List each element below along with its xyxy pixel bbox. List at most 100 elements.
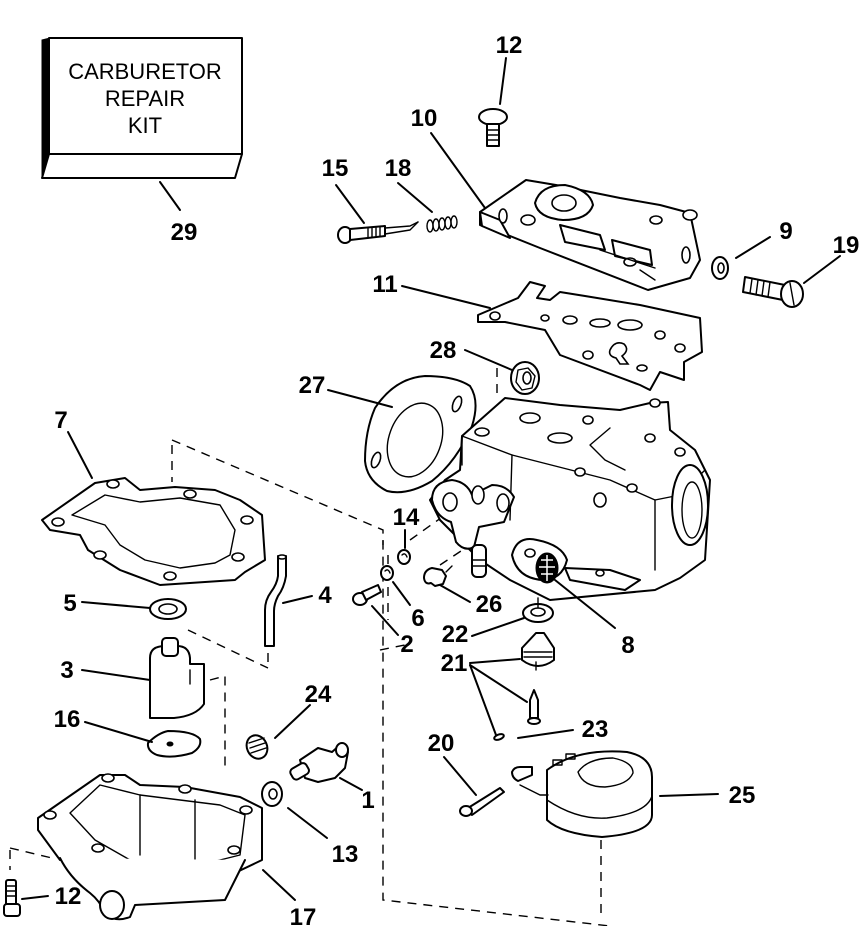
gasket-16	[146, 730, 202, 758]
leader-19	[803, 255, 841, 284]
leader-7	[67, 431, 93, 479]
leader-27	[327, 389, 393, 408]
callout-20: 20	[428, 730, 455, 757]
leader-29	[159, 181, 181, 211]
callout-24: 24	[305, 681, 332, 708]
spring-18	[426, 215, 458, 233]
leader-25	[659, 793, 719, 797]
float-25	[511, 750, 653, 838]
tube-4	[264, 554, 287, 647]
repair-kit-box: CARBURETOR REPAIR KIT	[41, 37, 243, 179]
leader-17	[262, 869, 296, 901]
spring-24	[245, 734, 269, 760]
leader-4	[282, 595, 313, 604]
leader-21b	[469, 664, 528, 703]
gasket-22	[522, 597, 554, 623]
callout-10: 10	[411, 105, 438, 132]
callout-11: 11	[372, 271, 397, 298]
callout-9: 9	[779, 218, 792, 245]
kit-label-line1: CARBURETOR	[68, 59, 222, 84]
leader-12-top	[499, 57, 507, 105]
leader-22	[471, 617, 525, 637]
leader-5	[81, 601, 151, 609]
callout-17: 17	[290, 904, 317, 926]
leader-8	[554, 579, 616, 629]
callout-8: 8	[621, 632, 634, 659]
insert-3	[149, 637, 205, 719]
callout-13: 13	[332, 841, 359, 868]
leader-18	[397, 182, 433, 213]
callout-7: 7	[54, 407, 67, 434]
callout-25: 25	[729, 782, 756, 809]
leader-1	[339, 777, 363, 791]
callout-23: 23	[582, 716, 609, 743]
leader-2	[371, 605, 399, 636]
leader-20	[443, 756, 477, 796]
callout-26: 26	[476, 591, 503, 618]
plug-14	[397, 549, 411, 565]
callout-21: 21	[441, 650, 468, 677]
leader-9	[735, 236, 771, 259]
needle-screw-15	[337, 221, 419, 244]
float-bowl-17	[37, 773, 263, 921]
callout-12-bottom: 12	[55, 883, 82, 910]
leader-10	[430, 132, 486, 209]
kit-box-bottom	[41, 153, 243, 179]
screw-19	[742, 276, 804, 308]
callout-3: 3	[60, 657, 73, 684]
leader-3	[81, 669, 151, 681]
callout-6: 6	[411, 605, 424, 632]
guide-line	[9, 847, 53, 860]
callout-15: 15	[322, 155, 349, 182]
kit-label-line2: REPAIR	[105, 86, 185, 111]
guide-line	[439, 544, 471, 566]
kit-label-line3: KIT	[128, 113, 162, 138]
washer-5	[149, 598, 187, 620]
gasket-11	[477, 281, 703, 391]
filter-screen-8	[535, 552, 559, 584]
fitting-1	[289, 742, 349, 783]
callout-2: 2	[400, 631, 413, 658]
guide-line	[187, 629, 269, 669]
leader-21a	[469, 658, 521, 664]
leader-28	[464, 349, 513, 371]
washer-9	[711, 256, 729, 280]
leader-26	[439, 584, 471, 603]
cover-10	[479, 179, 701, 291]
leader-15	[335, 184, 365, 224]
kit-box-front	[48, 37, 243, 155]
leader-13	[287, 807, 328, 839]
washer-13	[261, 781, 283, 807]
guide-line	[171, 439, 611, 926]
callout-5: 5	[63, 590, 76, 617]
gasket-7	[41, 477, 266, 586]
callout-1: 1	[361, 787, 374, 814]
leader-16	[84, 721, 153, 743]
callout-28: 28	[430, 337, 457, 364]
leader-11	[401, 285, 491, 309]
callout-27: 27	[299, 372, 326, 399]
callout-16: 16	[54, 706, 81, 733]
hinge-pin-20	[459, 787, 505, 817]
callout-14: 14	[393, 504, 420, 531]
guide-line	[209, 675, 226, 770]
leader-23	[517, 729, 574, 739]
callout-18: 18	[385, 155, 412, 182]
nut-28	[510, 361, 540, 395]
leader-24	[274, 704, 311, 739]
callout-19: 19	[833, 232, 860, 259]
gasket-27	[364, 375, 477, 494]
screw-2	[352, 584, 382, 606]
screw-12-bottom	[3, 879, 21, 917]
callout-12-top: 12	[496, 32, 523, 59]
assembly-guide-lines	[9, 368, 611, 926]
leader-6	[392, 581, 411, 606]
needle-and-seat-21	[493, 632, 555, 741]
guide-line	[379, 644, 406, 651]
leader-21c	[469, 664, 497, 736]
screw-12-top	[478, 108, 508, 147]
callout-4: 4	[318, 582, 332, 609]
carburetor-body	[429, 397, 711, 601]
callout-29: 29	[171, 219, 198, 246]
